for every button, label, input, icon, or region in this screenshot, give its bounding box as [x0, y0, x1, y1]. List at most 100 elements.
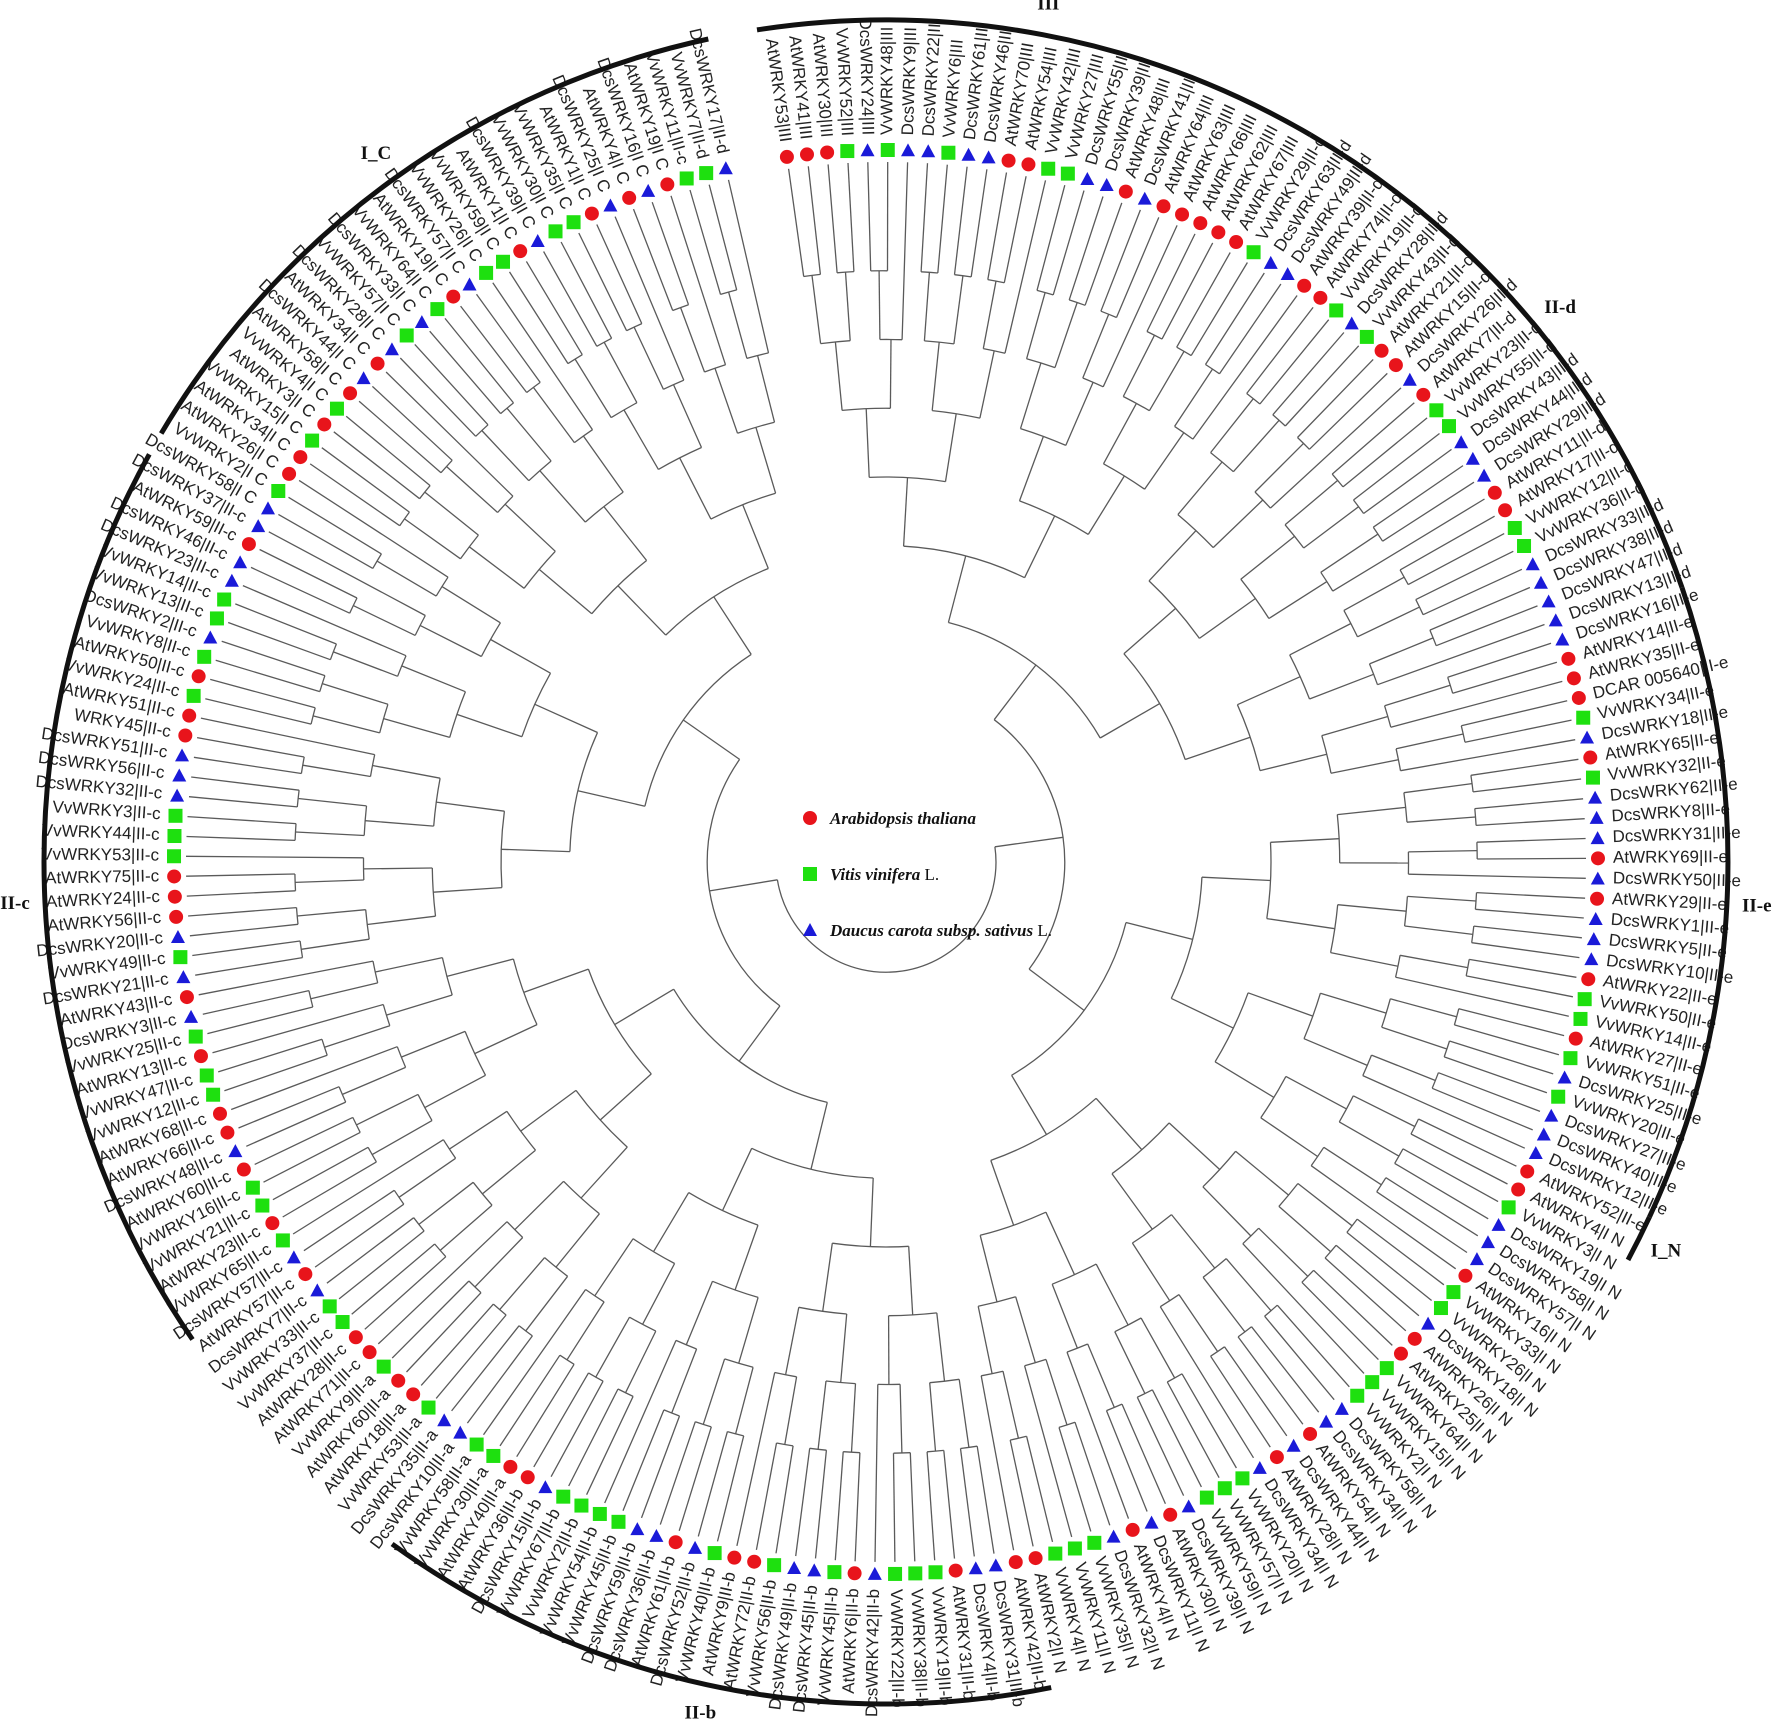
- leaf-label: VvWRKY38|II-b: [907, 1588, 931, 1707]
- leaf-marker-red-circle-icon: [1297, 278, 1312, 293]
- leaf-marker-green-square-icon: [1329, 303, 1344, 318]
- branch-line-313: [979, 1235, 998, 1303]
- branch-arc-259: [1346, 1218, 1358, 1233]
- branch-line-558: [242, 585, 407, 657]
- branch-line-519: [436, 801, 505, 812]
- leaf-marker-green-square-icon: [1246, 245, 1261, 260]
- leaf-marker-blue-triangle-icon: [1584, 952, 1599, 966]
- leaf-marker-red-circle-icon: [1511, 1182, 1526, 1197]
- branch-arc-390: [675, 1339, 697, 1350]
- branch-line-285: [1131, 1242, 1171, 1302]
- branch-line-98: [1259, 319, 1330, 405]
- branch-arc-6: [903, 545, 1025, 579]
- leaf-marker-green-square-icon: [188, 1029, 203, 1044]
- leaf-marker-blue-triangle-icon: [688, 1540, 703, 1554]
- branch-line-595: [358, 400, 442, 474]
- group-arc: [41, 453, 195, 1341]
- branch-line-161: [1395, 733, 1464, 750]
- leaf-marker-blue-triangle-icon: [170, 930, 185, 943]
- branch-line-84: [1204, 272, 1265, 365]
- branch-line-226: [1371, 1054, 1436, 1082]
- branch-line-396: [652, 1192, 690, 1253]
- branch-line-93: [1177, 461, 1223, 516]
- leaf-label: VvWRKY3|II-c: [52, 797, 162, 823]
- branch-line-461: [424, 1074, 486, 1109]
- branch-arc-0: [776, 846, 997, 973]
- branch-line-366: [814, 1450, 828, 1559]
- branch-line-367: [795, 1448, 811, 1557]
- branch-arc-286: [1159, 1294, 1180, 1308]
- branch-line-514: [295, 879, 364, 884]
- branch-arc-88: [1123, 653, 1186, 760]
- leaf-marker-blue-triangle-icon: [1528, 1146, 1543, 1160]
- branch-line-198: [1475, 908, 1584, 919]
- branch-line-372: [775, 1445, 794, 1554]
- branch-line-164: [1464, 719, 1572, 743]
- leaf-marker-blue-triangle-icon: [1525, 557, 1540, 571]
- branch-line-174: [1337, 806, 1406, 816]
- branch-line-504: [301, 938, 370, 950]
- leaf-marker-blue-triangle-icon: [1586, 932, 1601, 946]
- group-arc: [159, 36, 709, 435]
- branch-line-82: [1174, 368, 1214, 427]
- branch-line-463: [371, 1120, 433, 1156]
- branch-line-518: [185, 855, 364, 859]
- leaf-label: AtWRKY69|II-e: [1613, 847, 1728, 867]
- branch-arc-330: [706, 759, 781, 1007]
- branch-arc-225: [1362, 1054, 1373, 1076]
- branch-arc-620: [658, 446, 702, 470]
- branch-arc-399: [629, 1316, 657, 1332]
- branch-arc-361: [843, 1451, 860, 1454]
- leaf-marker-blue-triangle-icon: [900, 143, 915, 157]
- branch-line-344: [959, 1448, 975, 1557]
- leaf-marker-red-circle-icon: [1590, 851, 1605, 866]
- branch-line-180: [1406, 816, 1476, 823]
- branch-arc-146: [1429, 629, 1437, 646]
- leaf-marker-green-square-icon: [908, 1566, 923, 1581]
- branch-arc-524: [294, 823, 297, 841]
- branch-line-142: [1422, 568, 1523, 616]
- group-label: I_N: [1651, 1240, 1682, 1261]
- leaf-marker-red-circle-icon: [584, 206, 599, 221]
- branch-arc-624: [567, 354, 583, 365]
- leaf-marker-green-square-icon: [840, 144, 855, 159]
- branch-line-500: [433, 886, 502, 893]
- branch-line-523: [295, 831, 365, 837]
- branch-arc-639: [737, 421, 775, 434]
- group-label: III: [1037, 0, 1059, 15]
- branch-line-308: [1087, 1343, 1115, 1408]
- branch-line-202: [1471, 942, 1580, 959]
- branch-line-368: [784, 1307, 800, 1375]
- branch-line-128: [1332, 498, 1485, 592]
- branch-line-604: [399, 357, 477, 437]
- branch-line-354: [892, 1453, 896, 1562]
- branch-line-178: [1470, 758, 1579, 776]
- branch-arc-409: [585, 1288, 605, 1303]
- branch-line-351: [899, 1384, 903, 1454]
- branch-arc-64: [1100, 310, 1117, 319]
- branch-line-120: [1353, 432, 1440, 501]
- branch-arc-31: [924, 340, 954, 345]
- branch-line-413: [499, 1354, 561, 1447]
- branch-line-79: [1190, 262, 1248, 356]
- branch-arc-251: [990, 1097, 1097, 1162]
- leaf-marker-red-circle-icon: [1001, 153, 1016, 168]
- leaf-marker-blue-triangle-icon: [1469, 1252, 1484, 1266]
- branch-line-435: [406, 1292, 482, 1373]
- branch-arc-543: [379, 704, 389, 734]
- branch-line-252: [1095, 1097, 1143, 1151]
- leaf-marker-blue-triangle-icon: [538, 1480, 553, 1494]
- branch-arc-509: [295, 907, 299, 925]
- branch-line-482: [324, 1025, 391, 1048]
- branch-line-467: [356, 1093, 419, 1126]
- leaf-marker-red-circle-icon: [317, 417, 332, 432]
- branch-line-23: [878, 270, 881, 340]
- branch-arc-171: [1266, 842, 1272, 919]
- branch-line-329: [709, 879, 778, 892]
- branch-line-55: [1036, 185, 1066, 291]
- branch-line-442: [439, 1204, 493, 1251]
- leaf-marker-green-square-icon: [1446, 1285, 1461, 1300]
- branch-arc-293: [980, 1211, 1047, 1236]
- branch-arc-299: [1166, 1373, 1183, 1383]
- branch-line-271: [1301, 1281, 1379, 1361]
